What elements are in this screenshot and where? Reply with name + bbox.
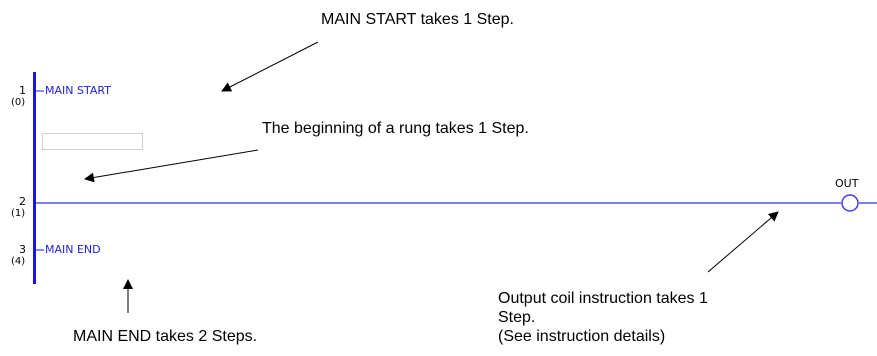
- callout-output-coil-line: Step.: [498, 309, 536, 326]
- arrow-main-start: [221, 41, 319, 92]
- main-end-label: MAIN END: [45, 243, 101, 256]
- callout-main-start: MAIN START takes 1 Step.: [321, 11, 514, 28]
- rung-number: 3: [19, 243, 26, 256]
- left-power-rail: [33, 72, 36, 284]
- arrow-rung-begin: [84, 149, 259, 183]
- step-number: (4): [11, 256, 26, 267]
- callout-output-coil-line: (See instruction details): [498, 328, 666, 345]
- rung-number: 2: [19, 195, 26, 208]
- output-coil-icon: [841, 194, 859, 212]
- arrow-output-coil: [707, 211, 779, 273]
- callout-rung-begin: The beginning of a rung takes 1 Step.: [262, 120, 529, 137]
- rung-number: 1: [19, 84, 26, 97]
- callout-output-coil: Output coil instruction takes 1 Step. (S…: [498, 289, 708, 346]
- main-start-label: MAIN START: [45, 84, 111, 97]
- callout-main-end: MAIN END takes 2 Steps.: [73, 328, 258, 345]
- coil-label: OUT: [835, 177, 859, 190]
- step-number: (1): [11, 208, 26, 219]
- step-number: (0): [11, 97, 26, 108]
- callout-output-coil-line: Output coil instruction takes 1: [498, 290, 708, 307]
- comment-box: [42, 133, 143, 150]
